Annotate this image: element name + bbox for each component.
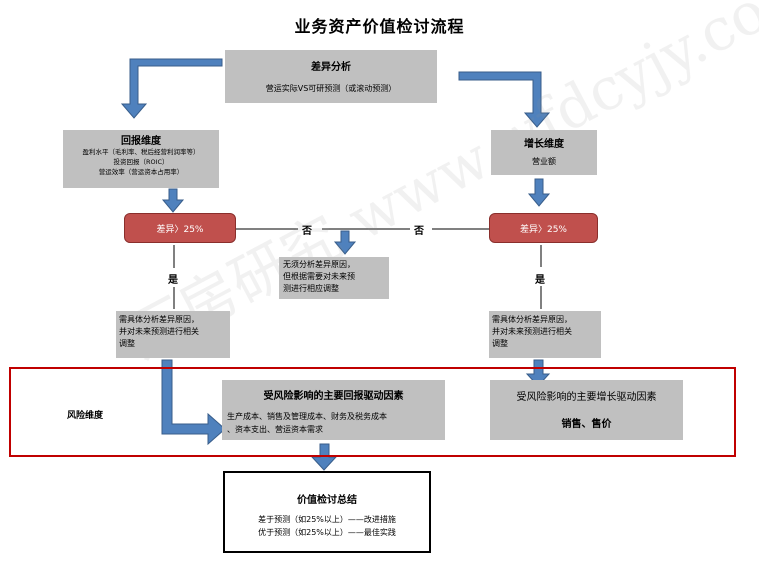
- return-dim-box: 回报维度 盈利水平（毛利率、税后经营利润率等） 投资回报（ROIC） 营运效率（…: [63, 130, 219, 188]
- summary-box: 价值检讨总结 差于预测（如25%以上）——改进措施 优于预测（如25%以上）——…: [223, 471, 431, 553]
- arrow-no-to-note: [333, 230, 357, 255]
- yes-note-line: 并对未来预测进行相关: [492, 327, 572, 336]
- yes-note-line: 调整: [492, 339, 508, 348]
- risk-return-box: 受风险影响的主要回报驱动因素 生产成本、销售及管理成本、财务及税务成本 、资本支…: [222, 380, 445, 440]
- diff-left-box: 差异〉25%: [124, 213, 236, 243]
- arrow-to-growth: [458, 71, 551, 128]
- variance-title: 差异分析: [311, 62, 351, 73]
- yes-note-line: 调整: [119, 339, 135, 348]
- risk-return-line: 生产成本、销售及管理成本、财务及税务成本: [227, 412, 387, 421]
- page-title: 业务资产价值检讨流程: [294, 17, 465, 36]
- return-dim-line: 投资回报（ROIC）: [113, 158, 169, 166]
- no-note-line: 无须分析差异原因，: [283, 260, 355, 269]
- return-dim-title: 回报维度: [121, 136, 161, 147]
- growth-dim-box: 增长维度 营业额: [491, 130, 597, 175]
- no-note-line: 但根据需要对未来预: [283, 272, 355, 281]
- risk-return-title: 受风险影响的主要回报驱动因素: [263, 391, 404, 402]
- diff-right-box: 差异〉25%: [489, 213, 598, 243]
- risk-frame: [9, 367, 736, 457]
- growth-dim-title: 增长维度: [524, 139, 564, 150]
- no-note-box: 无须分析差异原因， 但根据需要对未来预 测进行相应调整: [279, 257, 389, 299]
- yes-label-left: 是: [168, 275, 178, 286]
- yes-note-left-box: 需具体分析差异原因， 并对未来预测进行相关 调整: [116, 311, 230, 358]
- risk-growth-title: 受风险影响的主要增长驱动因素: [516, 392, 657, 403]
- return-dim-line: 盈利水平（毛利率、税后经营利润率等）: [82, 148, 200, 156]
- summary-line: 优于预测（如25%以上）——最佳实践: [258, 528, 396, 537]
- arrow-left-to-risk: [161, 359, 226, 446]
- return-dim-line: 营运效率（营运资本占用率）: [98, 168, 184, 176]
- no-note-line: 测进行相应调整: [283, 284, 339, 293]
- no-label-right: 否: [414, 226, 424, 237]
- yes-label-right: 是: [535, 275, 545, 286]
- growth-dim-line: 营业额: [532, 157, 556, 166]
- arrow-to-summary: [310, 443, 338, 471]
- variance-subtitle: 营运实际VS可研预测（或滚动预测）: [265, 84, 397, 93]
- risk-growth-line: 销售、售价: [561, 419, 612, 430]
- summary-title: 价值检讨总结: [297, 495, 357, 506]
- yes-note-line: 需具体分析差异原因，: [119, 315, 199, 324]
- summary-line: 差于预测（如25%以上）——改进措施: [258, 515, 396, 524]
- risk-return-line: 、资本支出、营运资本需求: [227, 425, 323, 434]
- arrow-growth-to-diff: [527, 178, 551, 207]
- yes-note-line: 需具体分析差异原因，: [492, 315, 572, 324]
- risk-label: 风险维度: [67, 411, 104, 421]
- yes-note-line: 并对未来预测进行相关: [119, 327, 199, 336]
- risk-growth-box: 受风险影响的主要增长驱动因素 销售、售价: [490, 380, 683, 440]
- arrow-return-to-diff: [161, 188, 185, 213]
- variance-box: 差异分析 营运实际VS可研预测（或滚动预测）: [225, 50, 437, 103]
- arrow-to-return: [120, 58, 223, 119]
- yes-note-right-box: 需具体分析差异原因， 并对未来预测进行相关 调整: [489, 311, 601, 358]
- no-label-left: 否: [302, 226, 312, 237]
